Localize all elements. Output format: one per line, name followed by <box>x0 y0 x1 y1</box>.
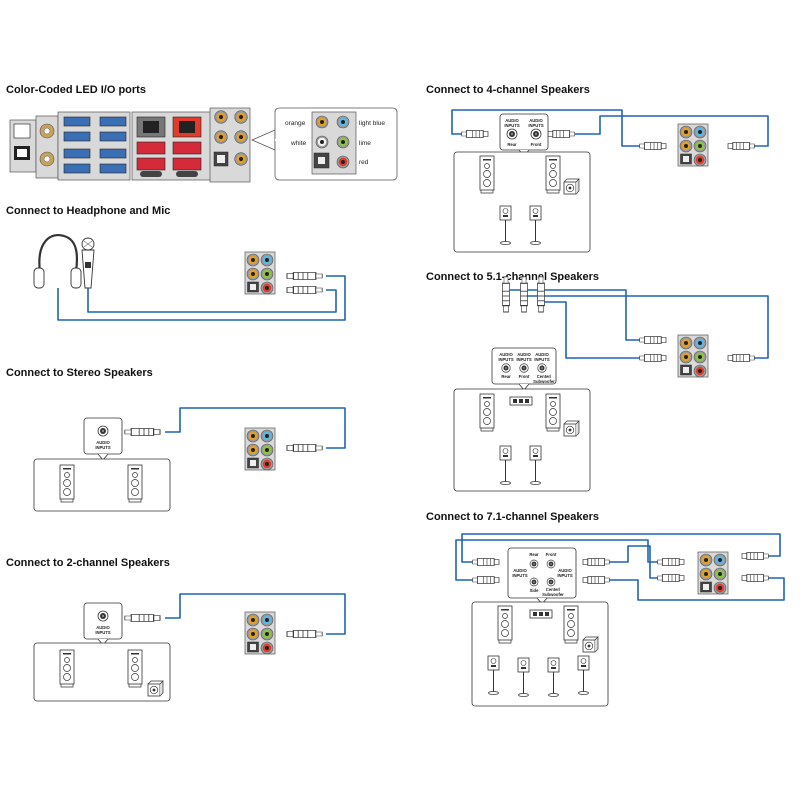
label-inputs: INPUTS <box>516 357 532 362</box>
mic-plug <box>286 285 323 295</box>
section-title-4ch: Connect to 4-channel Speakers <box>426 84 590 96</box>
section-title-stereo: Connect to Stereo Speakers <box>6 367 153 379</box>
legend-red: red <box>359 159 369 166</box>
section-71-speakers: Connect to 7.1-channel Speakers Rear Fro… <box>426 511 785 707</box>
rear-io-panel <box>9 107 251 183</box>
section-title-2ch: Connect to 2-channel Speakers <box>6 557 170 569</box>
label-side: Side <box>530 588 540 593</box>
headphone-cable <box>57 275 346 321</box>
microphone-icon <box>81 237 95 289</box>
label-front: Front <box>546 552 557 557</box>
front-right-speaker <box>545 155 561 194</box>
speaker-group-box <box>33 458 171 512</box>
section-title-71: Connect to 7.1-channel Speakers <box>426 511 599 523</box>
audio-panel <box>678 335 708 377</box>
stereo-cable <box>165 407 346 449</box>
speaker-input-box: AUDIO INPUTS <box>83 417 123 461</box>
legend-light-blue: light blue <box>359 120 385 127</box>
section-4ch-speakers: Connect to 4-channel Speakers AUDIO INPU… <box>426 84 769 253</box>
audio-panel <box>698 552 728 594</box>
section-title-headphone-mic: Connect to Headphone and Mic <box>6 205 170 217</box>
left-speaker <box>59 464 75 503</box>
label-audio: AUDIO <box>96 440 110 445</box>
section-title-51: Connect to 5.1-channel Speakers <box>426 271 599 283</box>
label-center: Center/ <box>546 587 561 592</box>
speaker-input-box: Rear Front AUDIO INPUTS AUDIO INPUTS Sid… <box>507 547 577 605</box>
71-cable-c <box>608 545 658 579</box>
audio-panel <box>245 252 275 294</box>
legend-lime: lime <box>359 140 371 147</box>
71-cable-a <box>461 533 781 563</box>
front-left-speaker <box>497 605 513 644</box>
label-inputs: INPUTS <box>95 445 111 450</box>
label-inputs: INPUTS <box>534 357 550 362</box>
right-speaker <box>127 649 143 688</box>
usb-ports <box>63 116 127 174</box>
label-inputs: INPUTS <box>512 573 528 578</box>
front-right-speaker <box>545 393 561 432</box>
section-stereo-speakers: Connect to Stereo Speakers AUDIO INPUTS <box>6 367 346 512</box>
center-speaker <box>509 396 533 406</box>
section-headphone-mic: Connect to Headphone and Mic <box>6 205 346 321</box>
speaker-input-box: AUDIO INPUTS <box>83 602 123 646</box>
label-subwoofer: Subwoofer <box>533 379 555 384</box>
2ch-cable <box>165 593 346 635</box>
label-inputs: INPUTS <box>95 630 111 635</box>
label-inputs: INPUTS <box>528 123 544 128</box>
front-right-speaker <box>563 605 579 644</box>
label-center: Center/ <box>537 374 552 379</box>
speaker-input-box: AUDIO INPUTS AUDIO INPUTS Rear Front <box>499 113 549 157</box>
label-inputs: INPUTS <box>557 573 573 578</box>
audio-panel <box>678 124 708 166</box>
label-audio: AUDIO <box>513 568 527 573</box>
mic-cable <box>87 288 337 313</box>
speaker-input-box: AUDIO INPUTS AUDIO INPUTS AUDIO INPUTS R… <box>491 347 557 391</box>
label-audio: AUDIO <box>505 118 519 123</box>
center-speaker <box>529 609 553 619</box>
label-audio: AUDIO <box>529 118 543 123</box>
label-audio: AUDIO <box>535 352 549 357</box>
headphone-plug <box>286 271 323 281</box>
label-audio: AUDIO <box>499 352 513 357</box>
port-color-legend: orange white light blue lime red <box>250 107 398 181</box>
legend-white: white <box>290 140 307 147</box>
label-inputs: INPUTS <box>498 357 514 362</box>
4ch-rear-cable <box>451 109 640 147</box>
label-front: Front <box>519 374 530 379</box>
audio-panel <box>245 612 275 654</box>
label-inputs: INPUTS <box>504 123 520 128</box>
label-rear: Rear <box>507 142 517 147</box>
legend-orange: orange <box>285 120 306 127</box>
front-left-speaker <box>479 155 495 194</box>
label-subwoofer: Subwoofer <box>542 592 564 597</box>
section-io-ports: Color-Coded LED I/O ports <box>6 84 398 183</box>
label-rear: Rear <box>529 552 539 557</box>
4ch-front-cable <box>575 115 769 147</box>
71-cable-d <box>608 577 785 601</box>
label-audio: AUDIO <box>517 352 531 357</box>
audio-panel <box>245 428 275 470</box>
front-left-speaker <box>479 393 495 432</box>
51-front-cable <box>523 295 769 359</box>
label-front: Front <box>531 142 542 147</box>
section-51-speakers: Connect to 5.1-channel Speakers AUDIO IN… <box>426 271 769 492</box>
right-speaker <box>127 464 143 503</box>
speaker-group-box <box>453 151 591 253</box>
label-rear: Rear <box>501 374 511 379</box>
label-audio: AUDIO <box>96 625 110 630</box>
left-speaker <box>59 649 75 688</box>
headphone-icon <box>33 233 82 289</box>
section-2ch-speakers: Connect to 2-channel Speakers AUDIO INPU… <box>6 557 346 702</box>
section-title-io-ports: Color-Coded LED I/O ports <box>6 84 146 96</box>
label-audio: AUDIO <box>558 568 572 573</box>
